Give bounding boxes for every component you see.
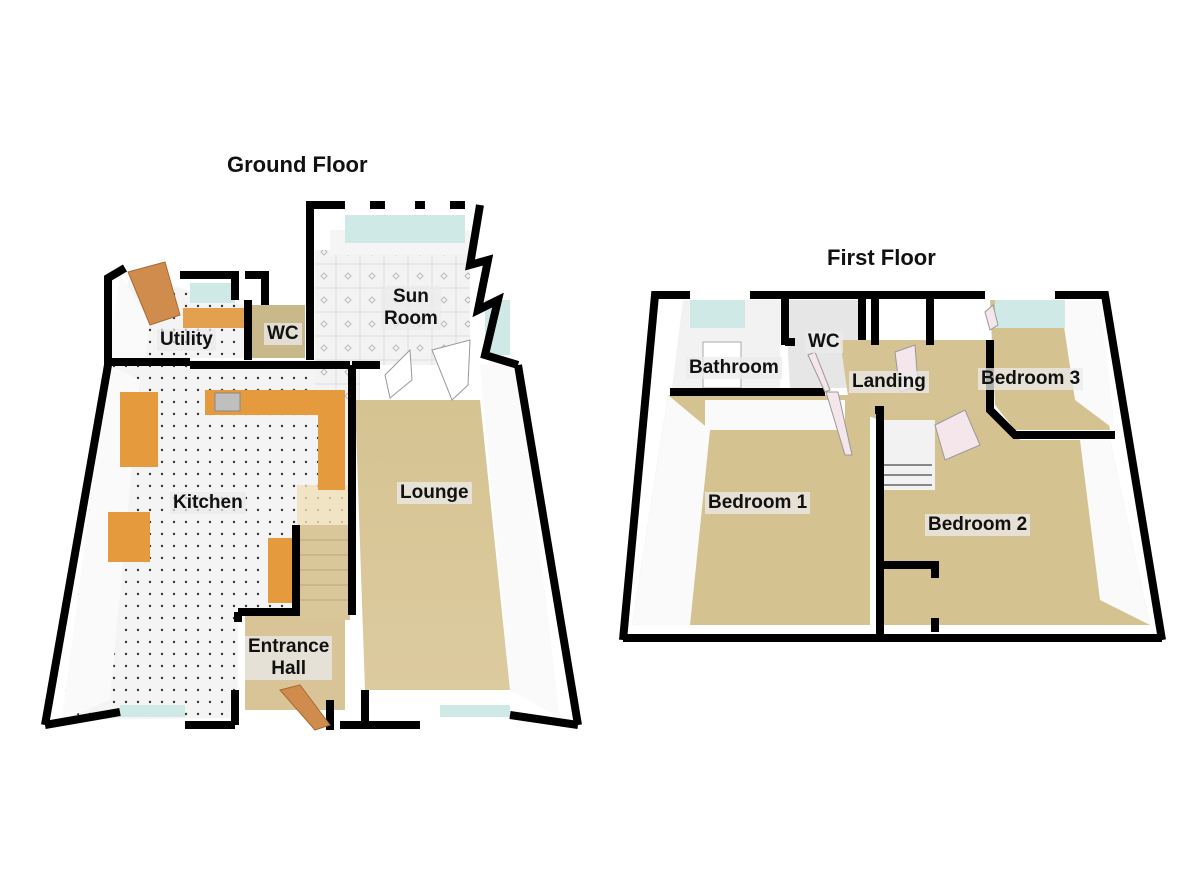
bedroom3-door	[984, 304, 999, 331]
bedroom1-door	[825, 391, 853, 456]
utility-back-door	[127, 261, 181, 326]
lounge-floor	[355, 400, 510, 690]
sunroom-french-door-left	[384, 348, 413, 399]
room-label-kitchen: Kitchen	[170, 492, 246, 514]
first-floor-title: First Floor	[827, 245, 936, 270]
room-label-first-wc: WC	[805, 331, 843, 353]
sun-room-line2: Room	[384, 308, 438, 329]
room-label-bathroom: Bathroom	[686, 357, 782, 379]
front-door	[279, 684, 331, 731]
room-label-lounge: Lounge	[397, 482, 472, 504]
ground-floor-title: Ground Floor	[227, 152, 368, 177]
entrance-hall-line2: Hall	[271, 658, 307, 679]
entrance-hall-line1: Entrance	[248, 636, 330, 657]
wc-door	[807, 351, 831, 393]
kitchen-worktops	[108, 308, 345, 603]
landing-stair-opening	[880, 420, 935, 490]
staircase	[297, 485, 352, 620]
room-label-sun-room: Sun Room	[381, 286, 441, 330]
room-label-landing: Landing	[849, 371, 929, 393]
room-label-bedroom-2: Bedroom 2	[925, 514, 1031, 536]
room-label-utility: Utility	[157, 329, 216, 351]
room-label-entrance-hall: Entrance Hall	[245, 636, 333, 680]
bedroom2-door	[934, 409, 981, 461]
sunroom-french-door-right	[431, 339, 471, 401]
room-label-bedroom-1: Bedroom 1	[705, 492, 811, 514]
sun-room-line1: Sun	[392, 286, 429, 307]
room-label-bedroom-3: Bedroom 3	[978, 368, 1084, 390]
room-label-ground-wc: WC	[264, 323, 302, 345]
